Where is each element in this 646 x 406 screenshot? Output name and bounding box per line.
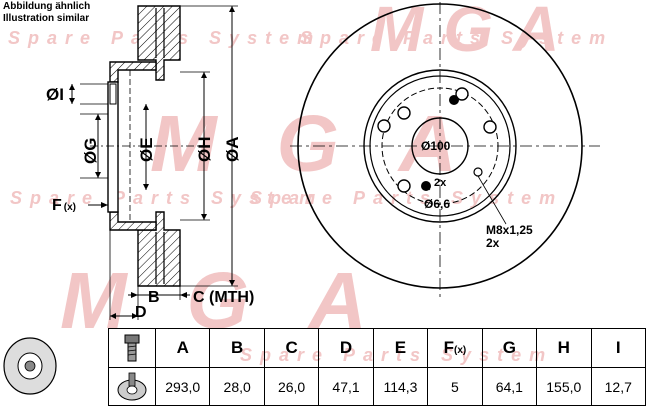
bolt-on-disc-icon xyxy=(117,372,147,400)
spec-header-a: A xyxy=(154,328,211,368)
spec-header-c: C xyxy=(263,328,320,368)
note-illustration-de: Abbildung ähnlich xyxy=(3,1,91,12)
note-illustration-en: Illustration similar xyxy=(3,13,90,24)
bolt-icon-cell xyxy=(108,328,156,368)
watermark-brand-top: MGA xyxy=(370,0,580,65)
spec-header-b: B xyxy=(209,328,265,368)
label-hole-size: Ø6,6 xyxy=(424,197,450,211)
wheel-bolt-hole xyxy=(397,106,411,120)
spec-header-g: G xyxy=(481,328,538,368)
label-thread-count: 2x xyxy=(486,236,500,250)
label-F: F(x) xyxy=(52,197,76,214)
hub-flange xyxy=(107,81,119,213)
centre-bore xyxy=(411,117,469,175)
specs-value-row: 293,0 28,0 26,0 47,1 114,3 5 64,1 155,0 … xyxy=(108,367,646,406)
watermark-tagline-middle-right: Spare Parts System xyxy=(250,188,564,208)
specs-header-row: A B C D E F(x) G H I xyxy=(108,328,646,368)
watermark-tagline-top-right: Spare Parts System xyxy=(300,28,614,48)
threaded-hole xyxy=(473,167,483,177)
spec-value-g: 64,1 xyxy=(481,367,538,406)
spec-header-d: D xyxy=(318,328,374,368)
label-D: D xyxy=(135,304,147,321)
label-H: ØH xyxy=(195,137,214,163)
locating-hole xyxy=(449,95,459,105)
spec-header-e: E xyxy=(372,328,429,368)
label-hole-count: 2x xyxy=(434,177,447,189)
disc-outer-edge xyxy=(297,3,583,289)
hat-outer-edge xyxy=(363,69,517,223)
spec-value-a: 293,0 xyxy=(154,367,211,406)
spec-header-h: H xyxy=(536,328,592,368)
label-C: C (MTH) xyxy=(193,289,254,306)
spec-value-i: 12,7 xyxy=(590,367,646,406)
spec-value-e: 114,3 xyxy=(372,367,429,406)
specs-table: A B C D E F(x) G H I 293,0 28,0 26,0 47,… xyxy=(108,328,646,406)
spec-value-h: 155,0 xyxy=(536,367,592,406)
label-G: ØG xyxy=(81,138,100,164)
label-thread: M8x1,25 xyxy=(486,223,533,237)
spec-header-i: I xyxy=(590,328,646,368)
hub-hat-bottom xyxy=(109,211,157,231)
bolt-circle xyxy=(381,87,499,205)
bolt-icon xyxy=(124,334,140,362)
bolt-on-disc-icon-cell xyxy=(108,367,156,406)
wheel-bolt-hole xyxy=(397,179,411,193)
label-B: B xyxy=(148,289,160,306)
hub-hat-top xyxy=(109,61,157,83)
label-I: ØI xyxy=(46,85,64,104)
spec-value-d: 47,1 xyxy=(318,367,374,406)
spec-value-f: 5 xyxy=(427,367,483,406)
friction-ring-top xyxy=(137,5,181,81)
label-hub-bore: Ø100 xyxy=(421,139,451,153)
spec-header-f: F(x) xyxy=(427,328,483,368)
wheel-bolt-hole xyxy=(455,87,469,101)
bolt-hole-section xyxy=(109,83,117,105)
watermark-tagline-middle: Spare Parts System xyxy=(10,188,324,208)
label-A: ØA xyxy=(223,137,242,163)
face-view: Ø100 2x Ø6,6 M8x1,25 2x xyxy=(290,2,600,300)
brake-disc-icon xyxy=(3,337,57,395)
hat-inner-edge xyxy=(369,75,511,217)
wheel-bolt-hole xyxy=(483,120,497,134)
spec-value-b: 28,0 xyxy=(209,367,265,406)
cross-section-view: ØI ØG ØE ØH ØA F(x) xyxy=(46,5,254,321)
wheel-bolt-hole xyxy=(377,119,391,133)
spec-value-c: 26,0 xyxy=(263,367,320,406)
label-E: ØE xyxy=(137,137,156,162)
